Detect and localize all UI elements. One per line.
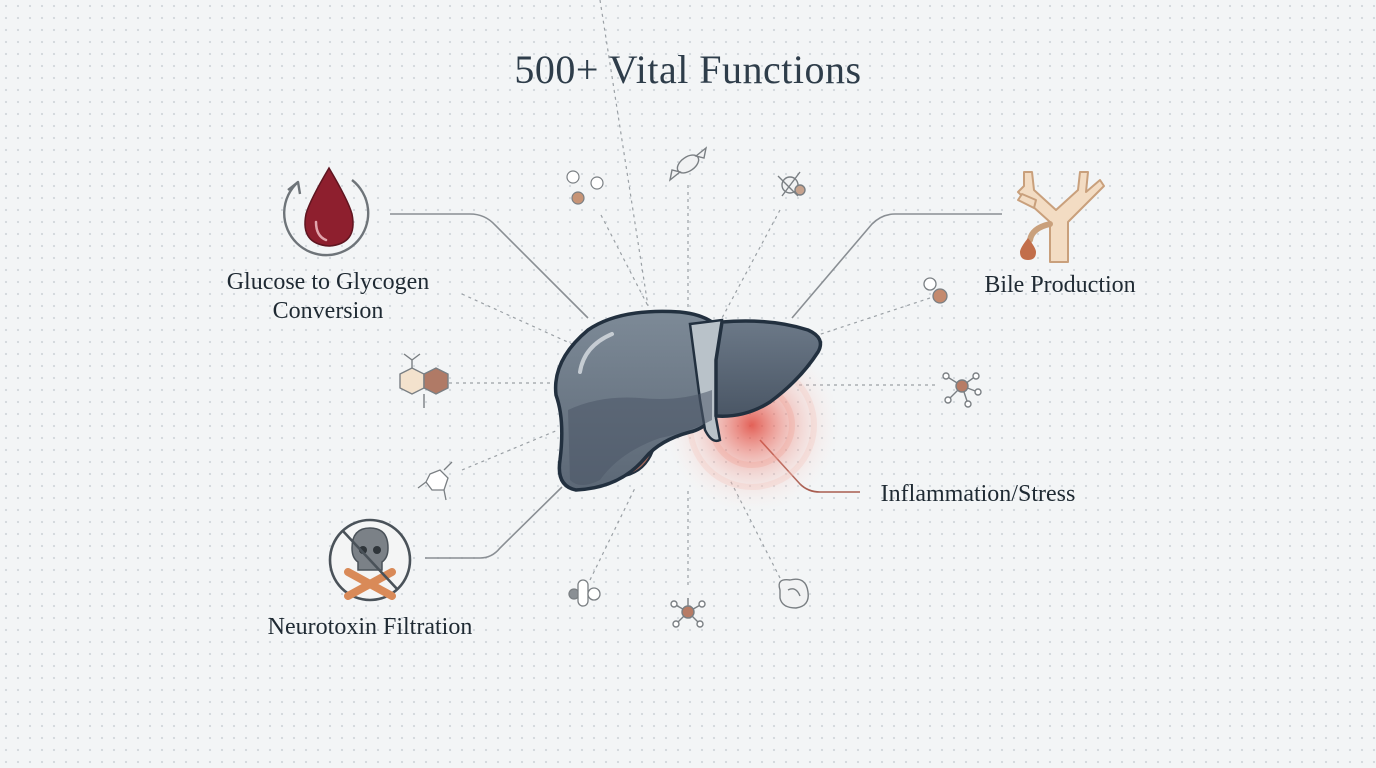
vitamin-capsule-icon [568, 579, 601, 607]
neurotoxin-label: Neurotoxin Filtration [267, 614, 473, 640]
protein-structure-icon [777, 171, 806, 197]
branched-molecule-icon [670, 598, 706, 628]
network-molecule-icon [942, 372, 982, 408]
molecule-structure-icon [417, 461, 453, 501]
glucose-label-line2: Conversion [272, 298, 384, 324]
bile-duct-icon [1017, 171, 1105, 263]
candy-icon [668, 146, 708, 182]
hexagon-molecule-icon [399, 353, 449, 408]
protein-fold-icon [778, 578, 809, 609]
prohibited-skull-icon [328, 518, 412, 602]
diagram-title: 500+ Vital Functions [514, 47, 862, 92]
blood-drop-cycle-icon [283, 166, 370, 257]
liver-icon [553, 309, 823, 492]
bile-label: Bile Production [984, 272, 1136, 298]
radial-connectors [442, 0, 935, 585]
glucose-label-line1: Glucose to Glycogen [226, 269, 430, 295]
glucose-label: Glucose to Glycogen Conversion [178, 268, 478, 326]
inflammation-label: Inflammation/Stress [880, 481, 1076, 507]
bile-drop [1020, 238, 1036, 260]
ion-molecules-icon [566, 170, 604, 205]
enzyme-icon [923, 277, 948, 304]
